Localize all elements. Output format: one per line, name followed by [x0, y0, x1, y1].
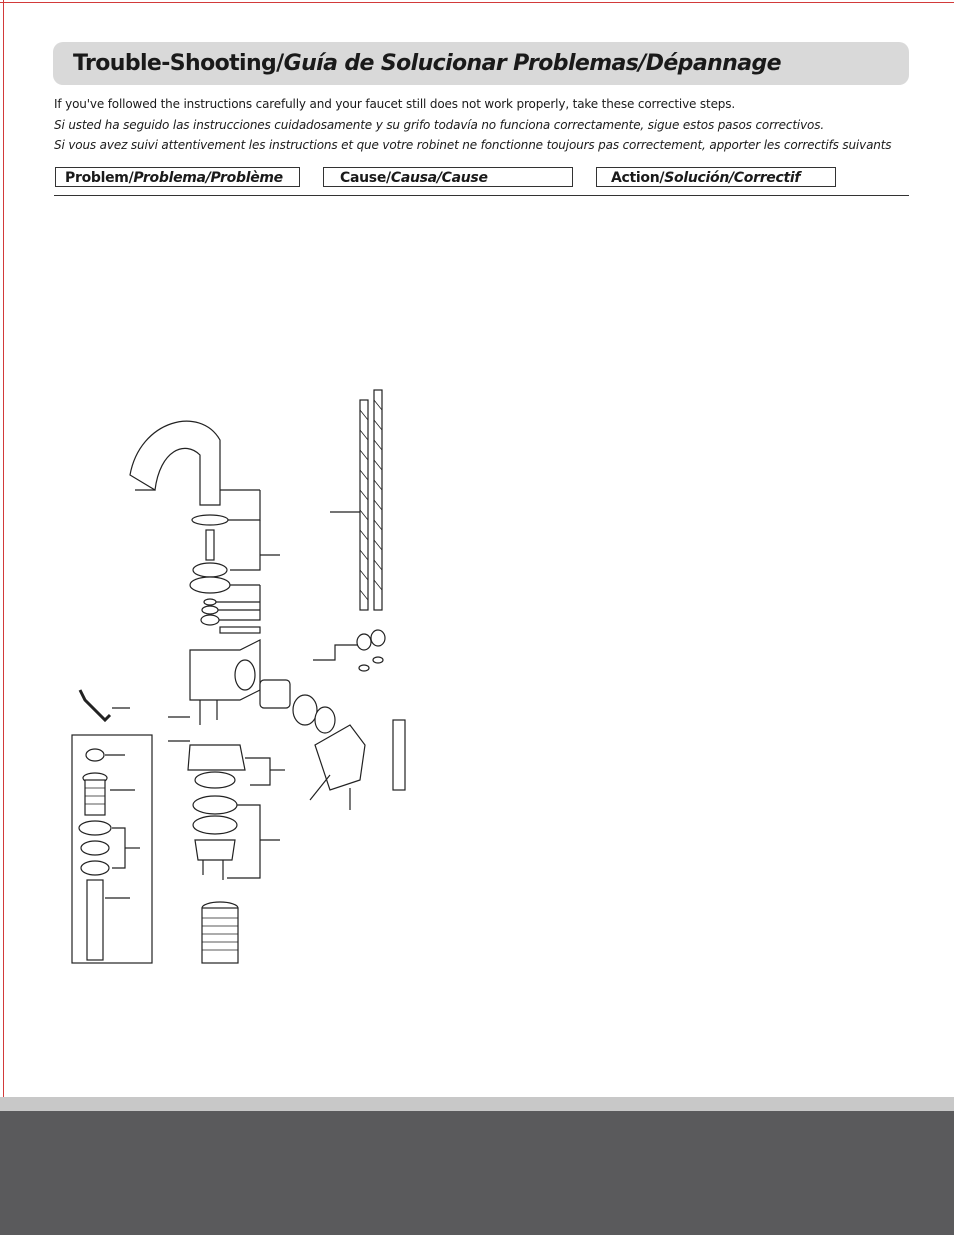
column-problem-en: Problem/: [65, 170, 134, 186]
page-edge-rule: [3, 0, 4, 1235]
intro-french: Si vous avez suivi attentivement les ins…: [54, 138, 892, 152]
page-top-rule: [0, 2, 954, 3]
column-problem-rest: Problema/Problème: [133, 170, 283, 186]
column-action-en: Action/: [611, 170, 665, 186]
title-french: Dépannage: [645, 51, 782, 76]
header-rule: [54, 195, 909, 196]
footer-dark-band: [0, 1111, 954, 1235]
page-title: Trouble-Shooting/Guía de Solucionar Prob…: [73, 51, 782, 76]
column-cause-en: Cause/: [340, 170, 391, 186]
intro-english: If you've followed the instructions care…: [54, 97, 736, 111]
column-cause-rest: Causa/Cause: [390, 170, 488, 186]
intro-spanish: Si usted ha seguido las instrucciones cu…: [54, 118, 824, 132]
title-spanish: Guía de Solucionar Problemas/: [283, 51, 647, 76]
column-action-rest: Solución/Correctif: [664, 170, 801, 186]
title-banner: Trouble-Shooting/Guía de Solucionar Prob…: [53, 42, 909, 85]
exploded-faucet-parts-diagram-icon: [71, 389, 406, 964]
column-header-cause: Cause/Causa/Cause: [323, 167, 573, 187]
title-english: Trouble-Shooting/: [73, 51, 284, 76]
column-header-action: Action/Solución/Correctif: [596, 167, 836, 187]
footer-light-band: [0, 1097, 954, 1111]
column-header-problem: Problem/Problema/Problème: [55, 167, 300, 187]
